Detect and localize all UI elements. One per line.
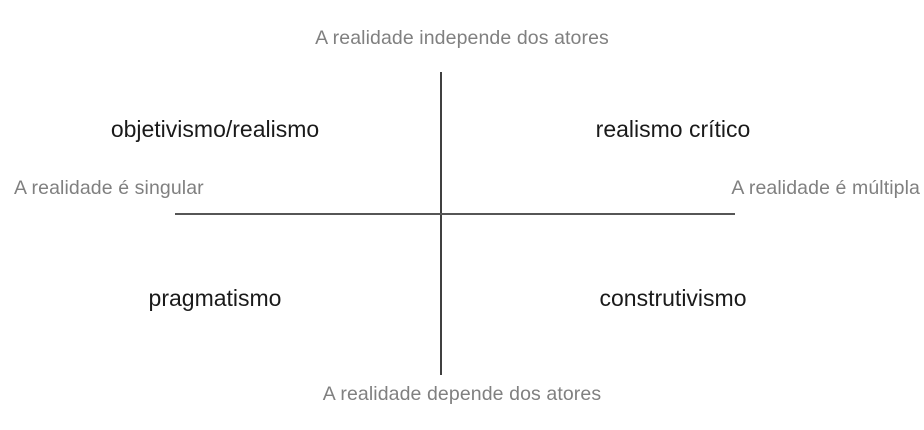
quadrant-label-top-right: realismo crítico (595, 116, 751, 142)
axis-pole-label-right: A realidade é múltipla (731, 177, 920, 199)
quadrant-label-bottom-right: construtivismo (599, 285, 747, 311)
axis-pole-label-left: A realidade é singular (14, 177, 204, 199)
quadrant-label-bottom-left: pragmatismo (148, 285, 282, 311)
axis-pole-label-bottom: A realidade depende dos atores (322, 383, 602, 405)
quadrant-label-top-left: objetivismo/realismo (110, 116, 320, 142)
horizontal-axis-line (175, 213, 735, 215)
axis-pole-label-top: A realidade independe dos atores (315, 27, 609, 49)
vertical-axis-line (440, 72, 442, 375)
